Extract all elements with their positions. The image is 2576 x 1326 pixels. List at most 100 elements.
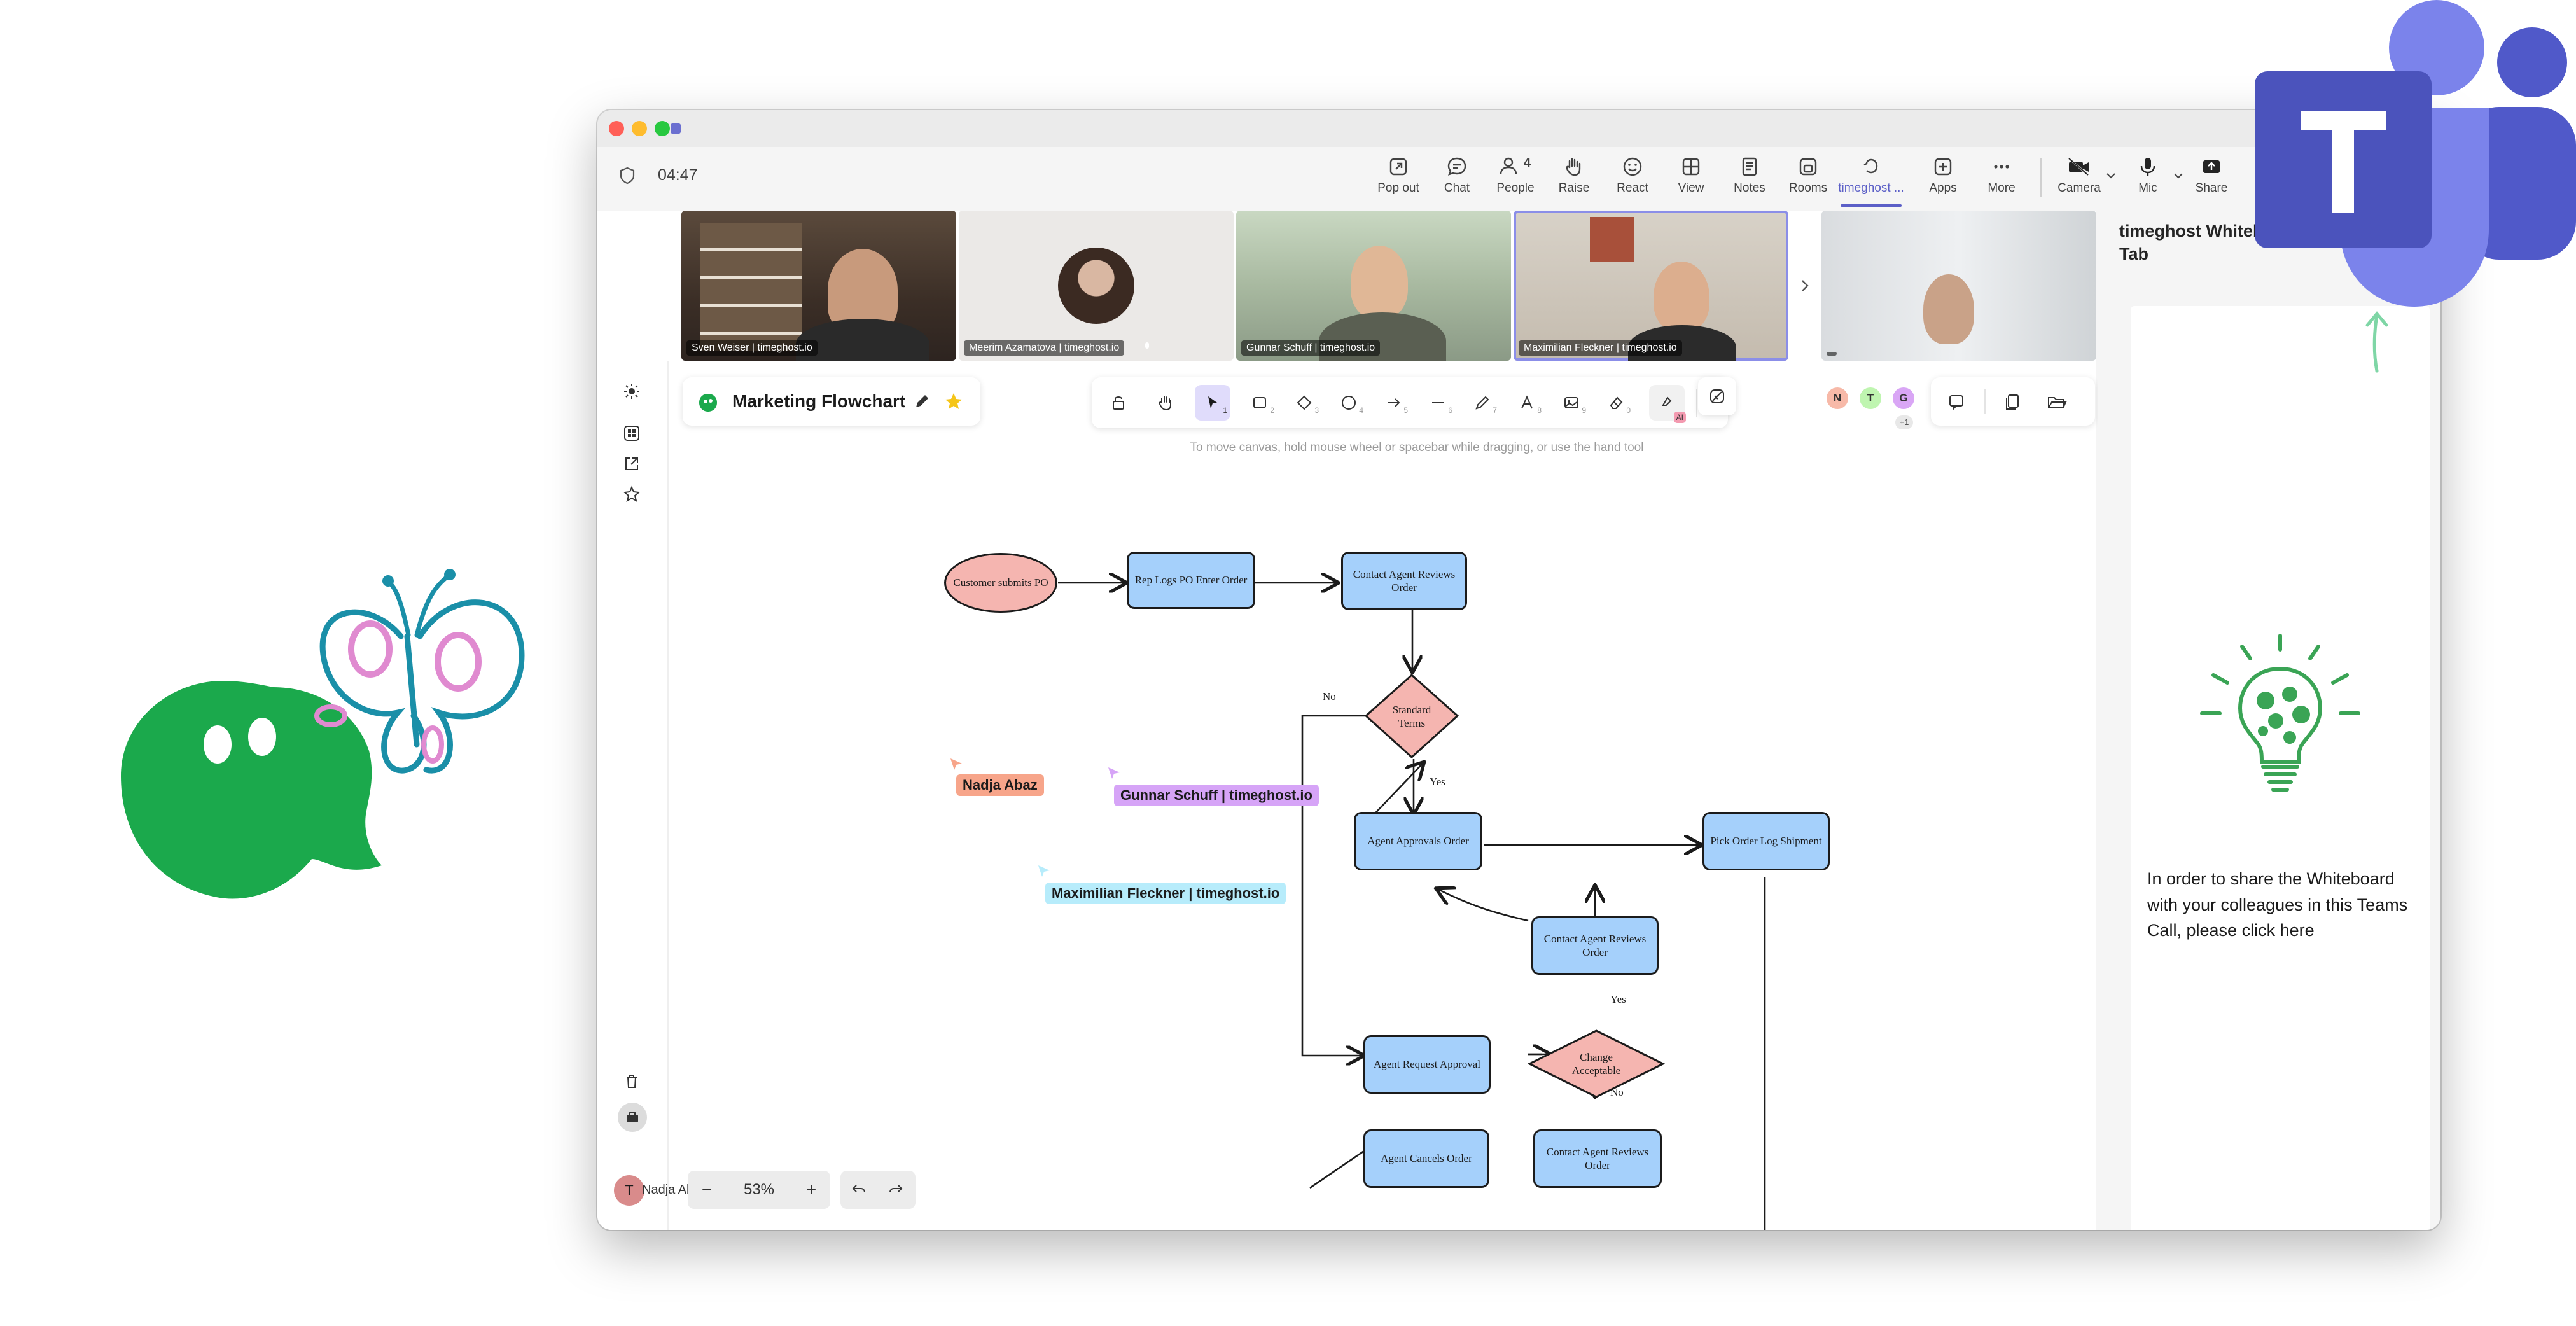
close-window-button[interactable] xyxy=(609,121,624,136)
video-tile[interactable]: Meerim Azamatova | timeghost.io xyxy=(959,211,1234,361)
pointer-tool[interactable]: 1 xyxy=(1195,385,1230,421)
edit-icon xyxy=(671,123,681,134)
video-tile[interactable]: Sven Weiser | timeghost.io xyxy=(681,211,956,361)
flowchart-decision-shape xyxy=(1364,673,1459,759)
video-tile-active-speaker[interactable]: Maximilian Fleckner | timeghost.io xyxy=(1514,211,1788,361)
pencil-tool[interactable]: 7 xyxy=(1465,385,1500,421)
tool-shortcut: 1 xyxy=(1223,406,1227,415)
flowchart-node[interactable]: Pick Order Log Shipment xyxy=(1702,812,1830,870)
actions-divider xyxy=(1984,389,1986,414)
raise-hand-button[interactable]: Raise xyxy=(1545,152,1603,206)
timeghost-app-button[interactable]: timeghost ... xyxy=(1838,152,1904,207)
lock-tool[interactable] xyxy=(1101,385,1136,421)
eraser-tool[interactable]: 0 xyxy=(1598,385,1634,421)
participant-name: Meerim Azamatova | timeghost.io xyxy=(964,340,1125,356)
person-silhouette xyxy=(1923,274,1974,344)
maximize-window-button[interactable] xyxy=(655,121,670,136)
video-tile[interactable] xyxy=(1821,211,2096,361)
mic-options-chevron-icon[interactable] xyxy=(2173,171,2184,180)
share-instructions-link[interactable]: In order to share the Whiteboard with yo… xyxy=(2147,869,2408,940)
people-icon xyxy=(1500,157,1517,175)
edge-label: No xyxy=(1610,1086,1624,1098)
edge-label: Yes xyxy=(1430,776,1445,788)
flowchart-node[interactable]: Agent Approvals Order xyxy=(1354,812,1482,870)
pop-out-button[interactable]: Pop out xyxy=(1370,152,1427,206)
flowchart-node[interactable]: Rep Logs PO Enter Order xyxy=(1127,552,1255,609)
apps-button[interactable]: Apps xyxy=(1914,152,1972,206)
camera-options-chevron-icon[interactable] xyxy=(2105,171,2117,180)
mic-button[interactable]: Mic xyxy=(2119,152,2176,206)
share-label: Share xyxy=(2195,181,2228,195)
flowchart-node[interactable]: Customer submits PO xyxy=(944,553,1057,613)
zoom-controls: − 53% + xyxy=(688,1171,830,1209)
favorite-star-filled-icon[interactable] xyxy=(943,391,964,412)
open-folder-icon[interactable] xyxy=(2047,393,2067,412)
collaborator-avatar[interactable]: G xyxy=(1893,387,1914,409)
camera-off-icon xyxy=(2068,157,2089,176)
board-title-box: Marketing Flowchart xyxy=(683,377,980,426)
participant-name: Sven Weiser | timeghost.io xyxy=(686,340,818,356)
text-tool[interactable]: 8 xyxy=(1509,385,1545,421)
collaborator-avatar[interactable]: N xyxy=(1827,387,1848,409)
notes-button[interactable]: Notes xyxy=(1721,152,1778,206)
hand-icon xyxy=(1159,396,1171,411)
flowchart-node[interactable]: Agent Cancels Order xyxy=(1363,1129,1489,1188)
next-participants-chevron-icon[interactable] xyxy=(1799,277,1811,295)
ai-tool[interactable]: AI xyxy=(1649,385,1686,423)
wall-painting xyxy=(1590,217,1634,262)
arrow-tool[interactable]: 5 xyxy=(1375,385,1411,421)
camera-label: Camera xyxy=(2057,181,2101,195)
flowchart-decision[interactable]: Standard Terms xyxy=(1392,703,1431,729)
zoom-in-button[interactable]: + xyxy=(805,1180,817,1199)
collaborator-cursor-label: Gunnar Schuff | timeghost.io xyxy=(1114,785,1319,806)
flowchart-node[interactable]: Contact Agent Reviews Order xyxy=(1531,916,1659,975)
user-avatar[interactable]: T xyxy=(614,1175,644,1206)
edge-label: No xyxy=(1323,690,1336,702)
chat-button[interactable]: Chat xyxy=(1428,152,1486,206)
eraser-icon xyxy=(1610,396,1623,409)
view-button[interactable]: View xyxy=(1662,152,1720,206)
zoom-out-button[interactable]: − xyxy=(701,1180,713,1199)
redo-icon[interactable] xyxy=(888,1182,904,1197)
flowchart-node[interactable]: Contact Agent Reviews Order xyxy=(1533,1129,1662,1188)
people-button[interactable]: 4 People xyxy=(1487,152,1544,206)
ellipse-tool[interactable]: 4 xyxy=(1331,385,1367,421)
templates-grid-icon[interactable] xyxy=(623,424,641,442)
app-side-panel: timeghost Whiteboard Tab In order to sha… xyxy=(2098,209,2440,1230)
lock-icon xyxy=(1113,396,1124,410)
line-tool[interactable]: 6 xyxy=(1420,385,1456,421)
person-silhouette xyxy=(1654,262,1709,332)
camera-button[interactable]: Camera xyxy=(2050,152,2108,206)
pointer-icon xyxy=(1208,396,1217,408)
copy-icon[interactable] xyxy=(2003,393,2023,412)
flowchart-node[interactable]: Contact Agent Reviews Order xyxy=(1341,552,1467,610)
share-button[interactable]: Share xyxy=(2183,152,2240,206)
briefcase-button[interactable] xyxy=(618,1103,647,1132)
more-button[interactable]: More xyxy=(1973,152,2030,206)
diamond-tool[interactable]: 3 xyxy=(1286,385,1322,421)
favorite-star-icon[interactable] xyxy=(623,485,641,503)
react-button[interactable]: React xyxy=(1604,152,1661,206)
flowchart-node[interactable]: Agent Request Approval xyxy=(1363,1035,1491,1094)
rooms-button[interactable]: Rooms xyxy=(1779,152,1837,206)
export-icon[interactable] xyxy=(623,455,641,473)
trash-icon[interactable] xyxy=(623,1072,641,1090)
cursor-arrow-icon xyxy=(1108,767,1120,779)
theme-toggle-sun-icon[interactable] xyxy=(623,382,641,400)
people-count: 4 xyxy=(1524,156,1531,170)
collaborator-avatar[interactable]: T xyxy=(1860,387,1881,409)
flowchart-decision[interactable]: Change Acceptable xyxy=(1571,1050,1621,1077)
image-tool[interactable]: 9 xyxy=(1554,385,1589,421)
rename-pencil-icon[interactable] xyxy=(913,393,931,410)
history-controls xyxy=(840,1171,916,1209)
hand-tool[interactable] xyxy=(1148,385,1183,421)
whiteboard-canvas[interactable]: Marketing Flowchart 1 2 3 4 5 6 7 8 9 0 … xyxy=(597,361,2096,1230)
undo-icon[interactable] xyxy=(851,1182,867,1197)
comments-icon[interactable] xyxy=(1947,393,1967,412)
zoom-level[interactable]: 53% xyxy=(743,1181,775,1198)
minimize-window-button[interactable] xyxy=(632,121,647,136)
video-tile[interactable]: Gunnar Schuff | timeghost.io xyxy=(1236,211,1511,361)
more-collaborators-badge[interactable]: +1 xyxy=(1895,415,1913,429)
rectangle-tool[interactable]: 2 xyxy=(1242,385,1278,421)
library-button[interactable] xyxy=(1698,377,1736,415)
